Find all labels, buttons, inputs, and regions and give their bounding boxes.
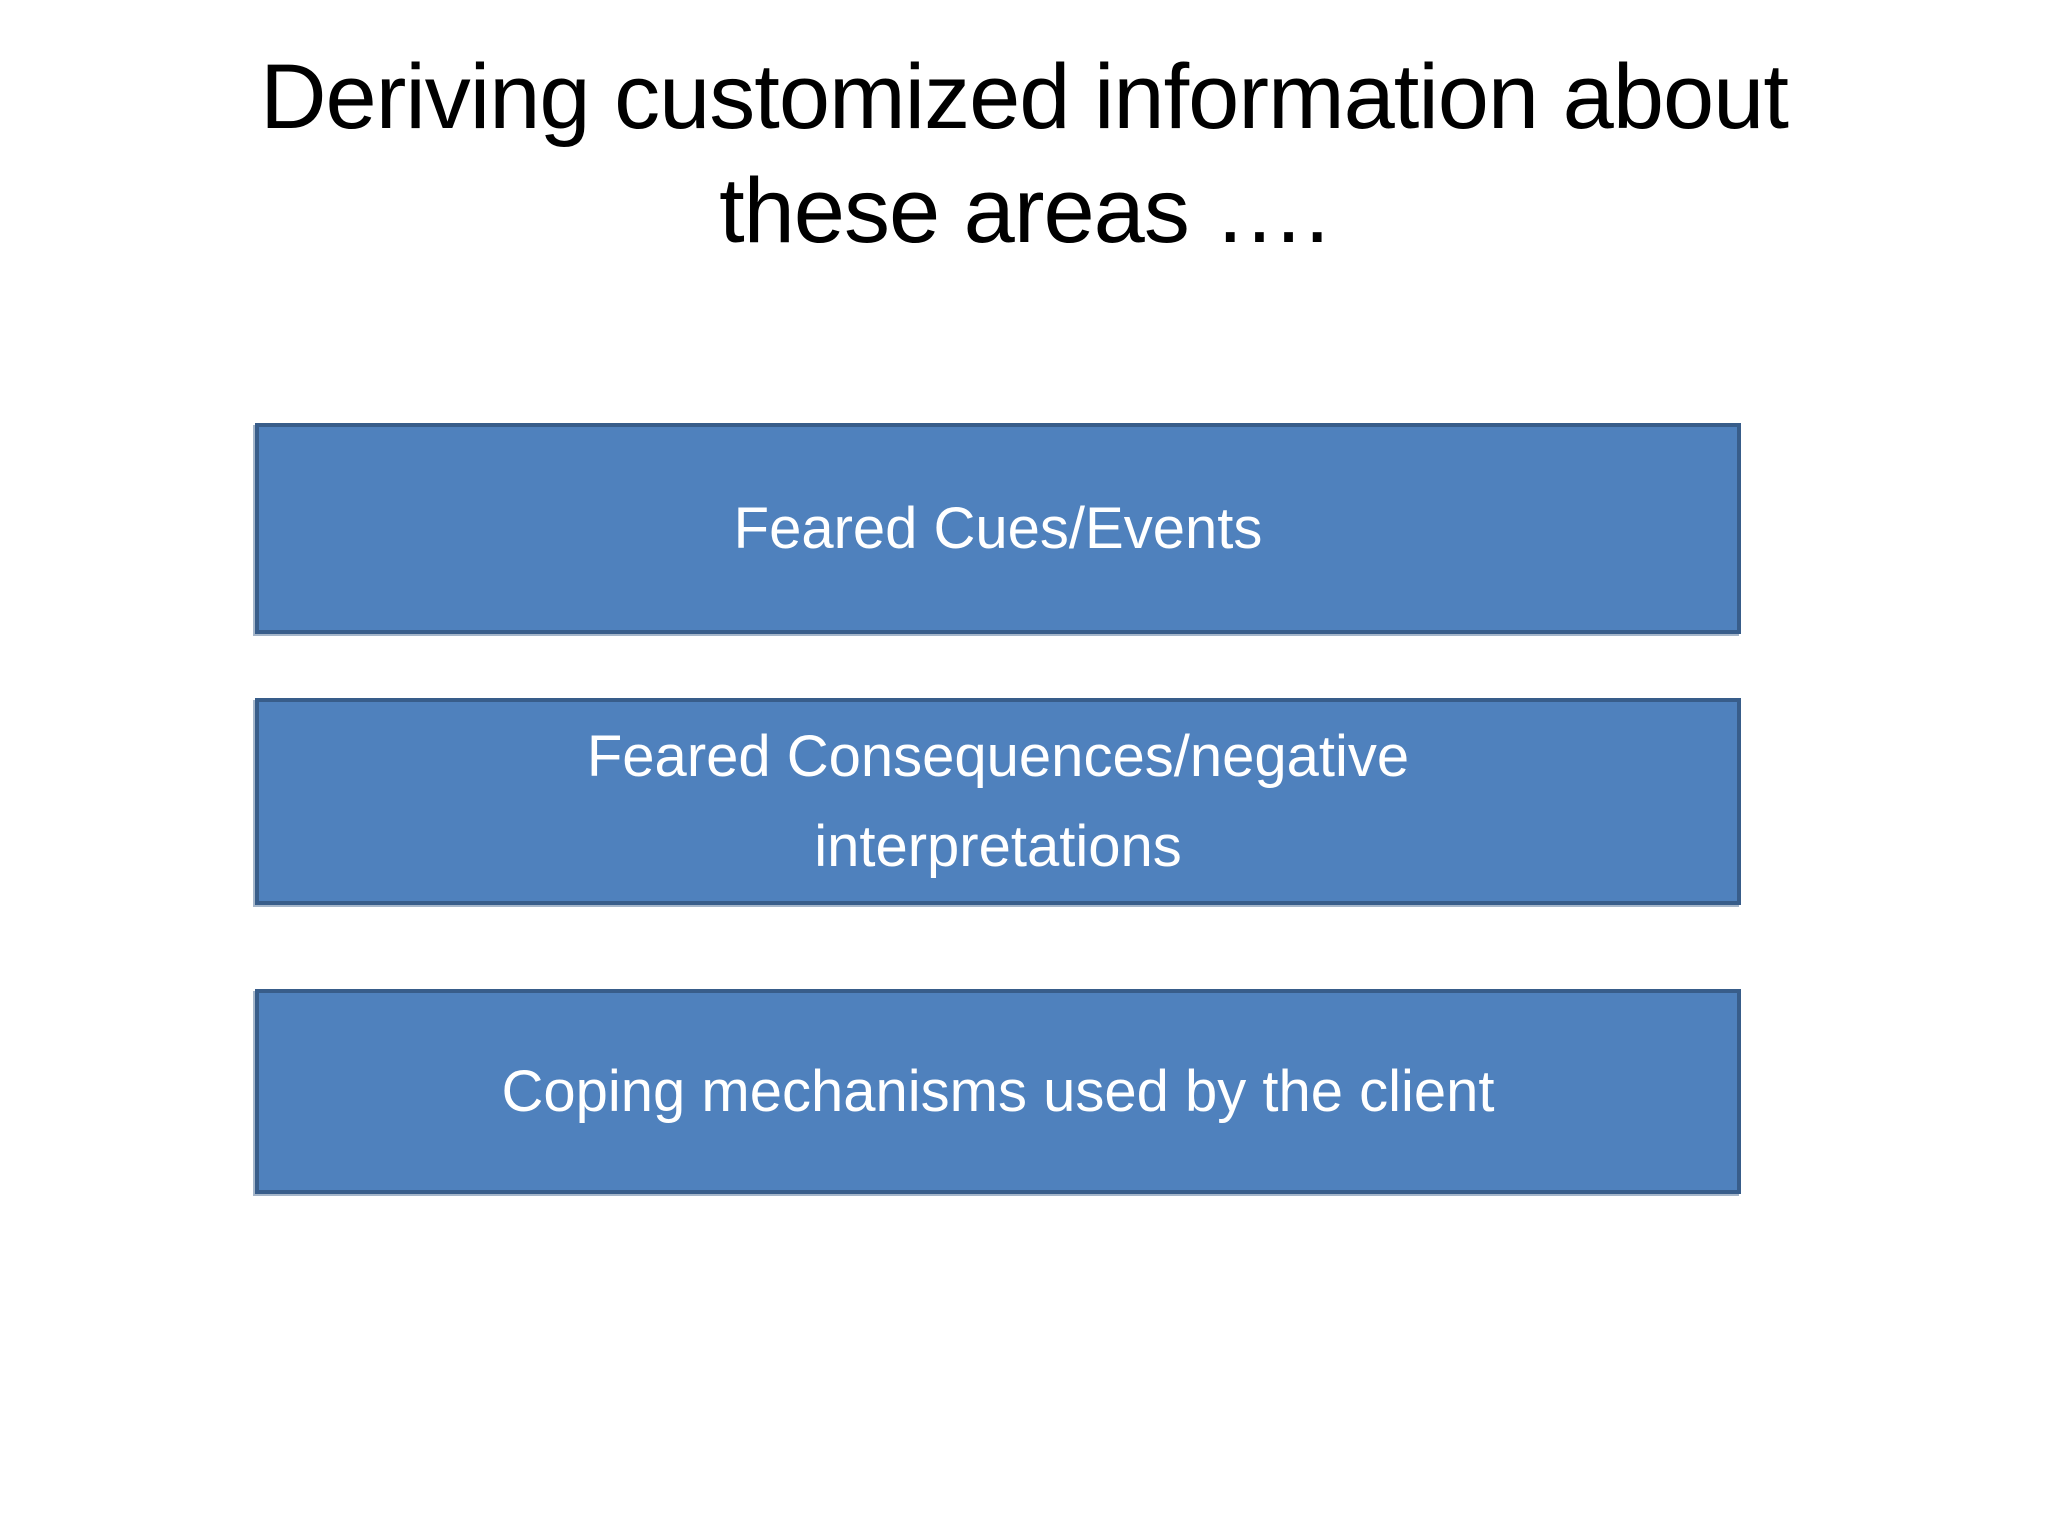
box-feared-cues-events: Feared Cues/Events	[255, 423, 1741, 634]
box-feared-consequences-label: Feared Consequences/negative interpretat…	[586, 723, 1410, 879]
slide-title: Deriving customized information about th…	[260, 46, 1789, 263]
box-feared-cues-events-label: Feared Cues/Events	[733, 495, 1263, 561]
box-feared-consequences: Feared Consequences/negative interpretat…	[255, 698, 1741, 905]
box-coping-mechanisms: Coping mechanisms used by the client	[255, 989, 1741, 1194]
box-coping-mechanisms-label: Coping mechanisms used by the client	[501, 1058, 1495, 1124]
